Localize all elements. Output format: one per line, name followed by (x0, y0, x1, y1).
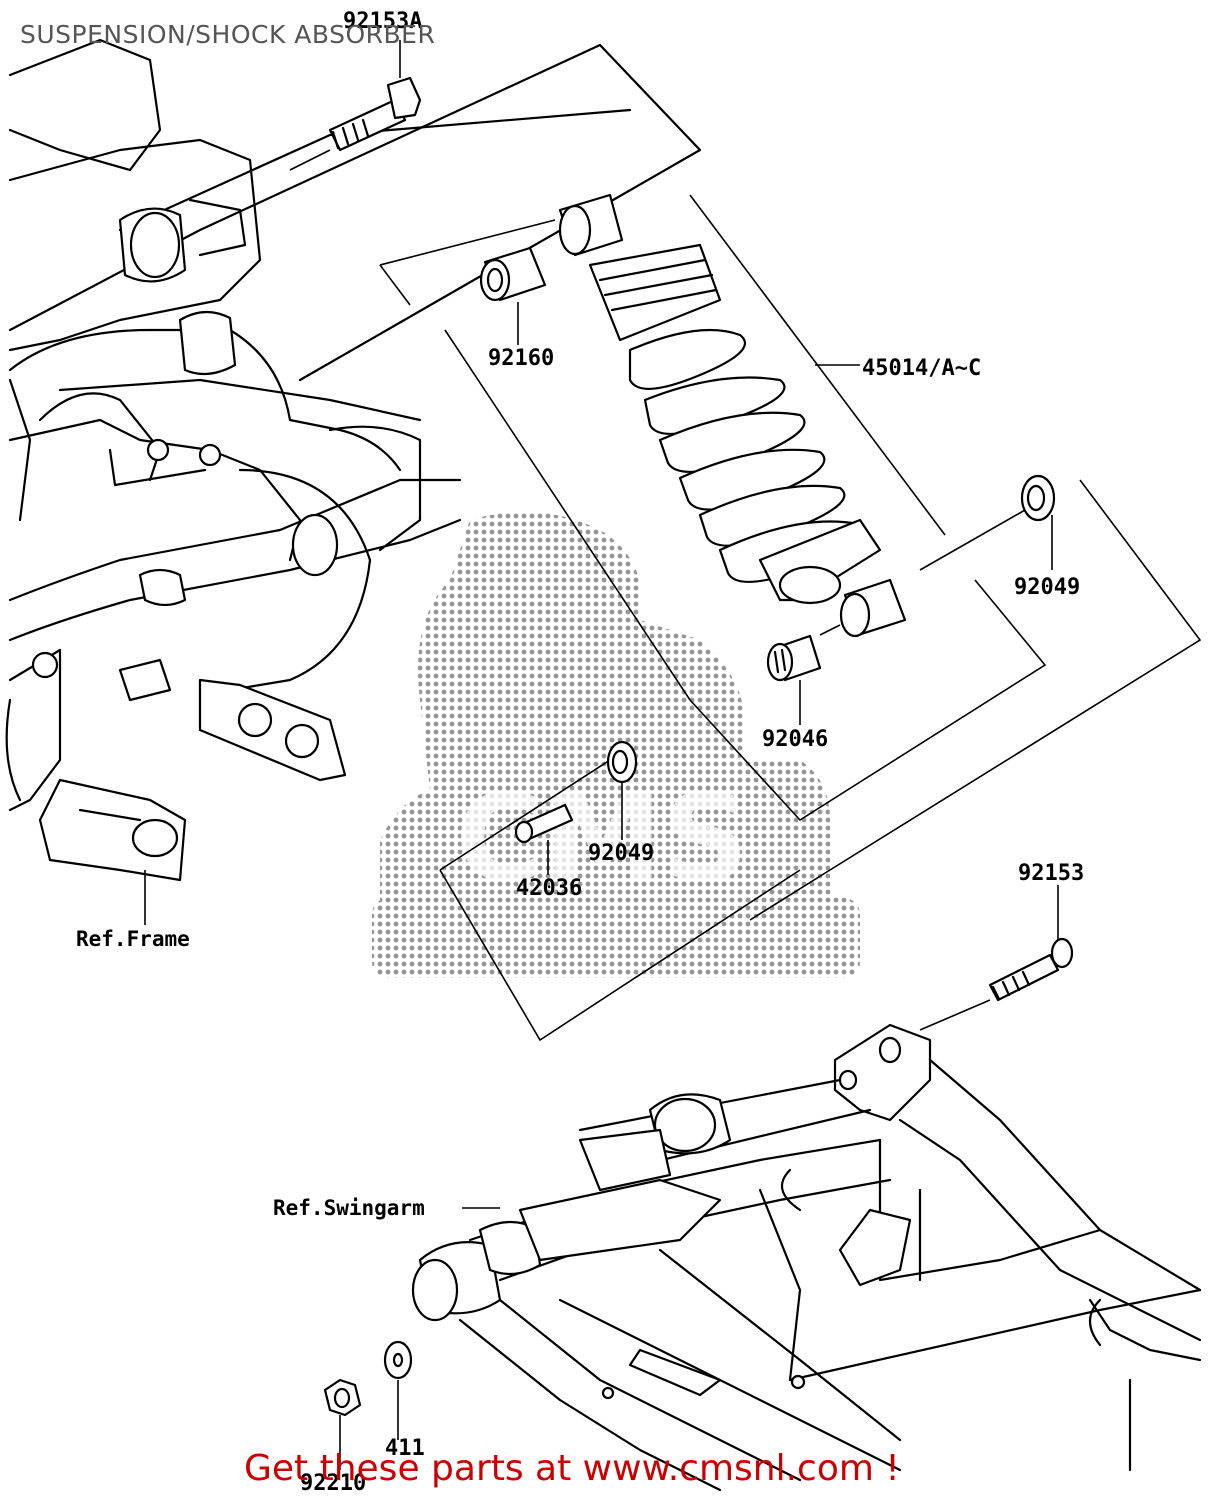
page-title: SUSPENSION/SHOCK ABSORBER (20, 20, 436, 49)
bearing-92046 (766, 634, 822, 725)
label-92049-center: 92049 (588, 841, 654, 866)
cmsnl-watermark: CMS (372, 512, 860, 978)
collar-42036 (514, 803, 574, 875)
bolt-92153A (289, 40, 422, 171)
label-92046: 92046 (762, 727, 828, 752)
footer-cta-link[interactable]: Get these parts at www.cmsnl.com ! (244, 1448, 900, 1489)
seal-92049-center (606, 740, 638, 840)
watermark-text: CMS (455, 770, 749, 909)
bolt-92153 (919, 885, 1074, 1031)
nut-92210 (323, 1378, 362, 1470)
label-42036: 42036 (516, 876, 582, 901)
seal-92049-right (1020, 474, 1056, 570)
label-45014: 45014/A~C (862, 356, 981, 381)
label-92049-right: 92049 (1014, 575, 1080, 600)
bushing-92160 (479, 246, 547, 345)
label-92153A: 92153A (343, 9, 422, 34)
label-411: 411 (385, 1436, 425, 1461)
shock-absorber-45014 (558, 193, 907, 638)
label-92160: 92160 (488, 346, 554, 371)
label-92153: 92153 (1018, 861, 1084, 886)
washer-411 (383, 1340, 413, 1440)
ref-swingarm-label: Ref.Swingarm (273, 1196, 425, 1220)
frame-drawing (5, 38, 702, 882)
label-92210: 92210 (300, 1471, 366, 1496)
ref-frame-label: Ref.Frame (76, 927, 190, 951)
swingarm-drawing (411, 1023, 1202, 1492)
